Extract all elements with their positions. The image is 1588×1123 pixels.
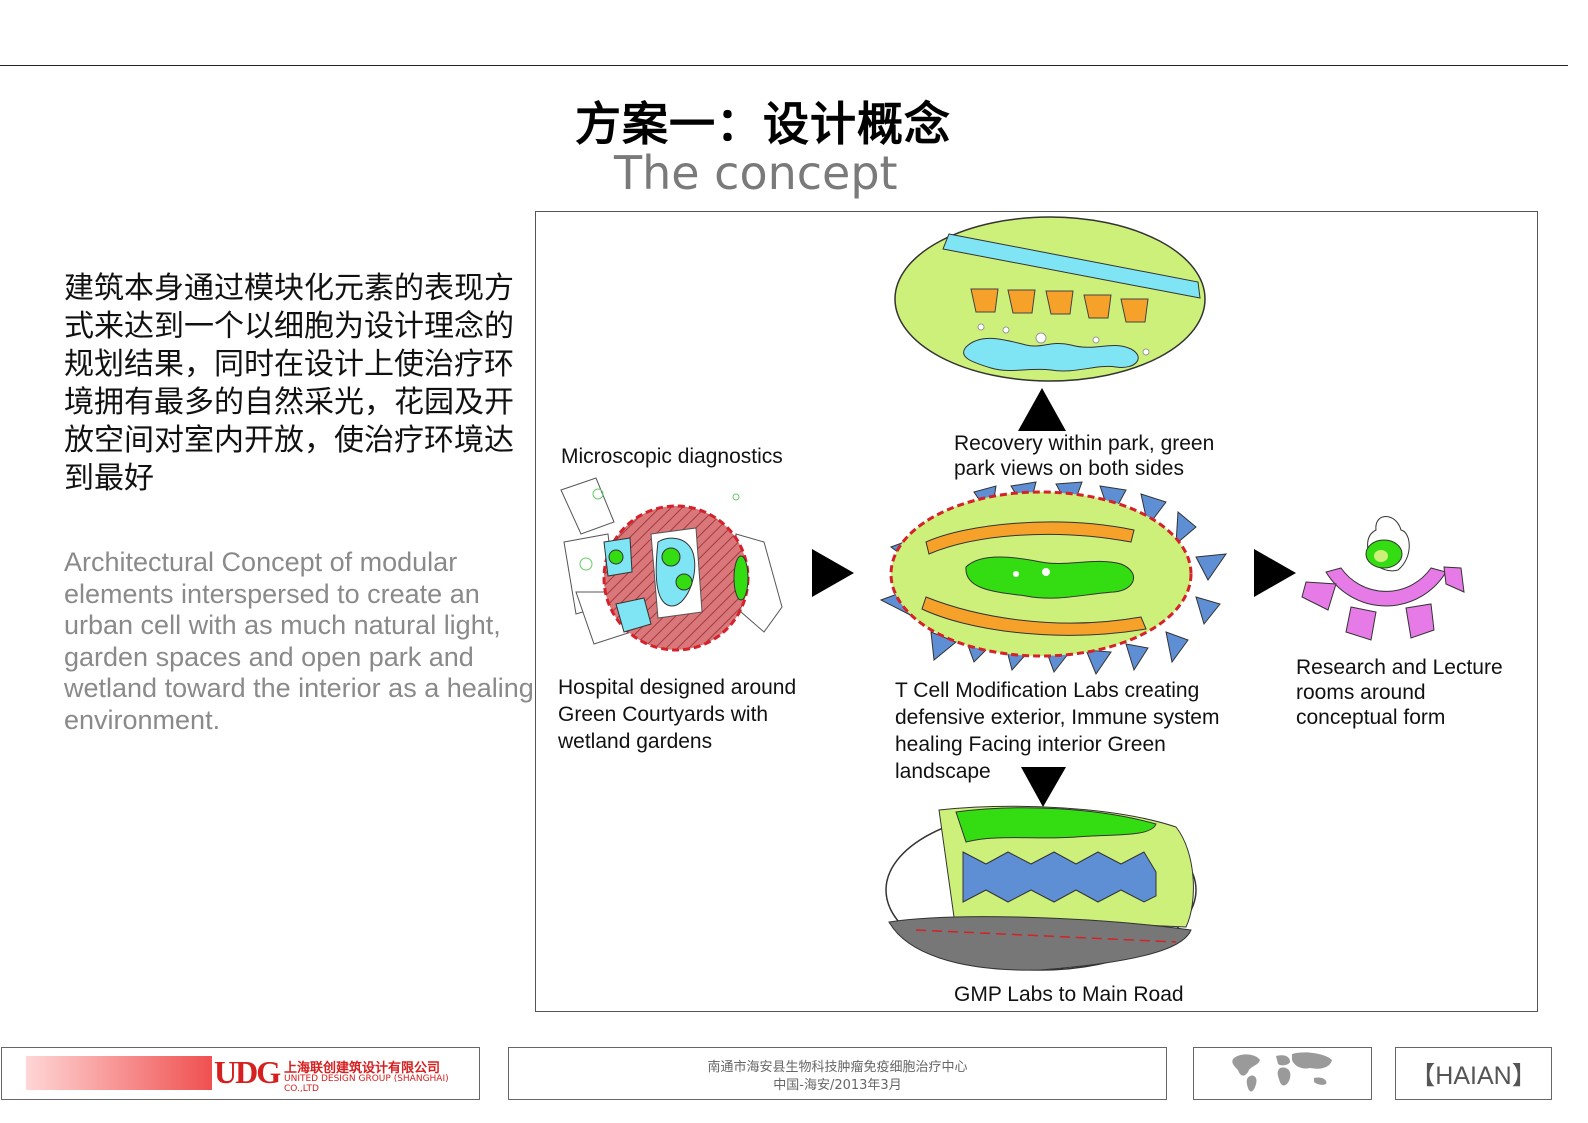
recovery-park-diagram [894,216,1206,382]
footer-company: UDG 上海联创建筑设计有限公司 UNITED DESIGN GROUP (SH… [1,1047,480,1100]
concept-diagram-panel: Microscopic diagnostics Hospital designe… [535,211,1538,1012]
footer-map [1193,1047,1372,1100]
arrow-right-icon-2 [1254,549,1296,597]
arrow-up-icon [1018,388,1066,431]
research-lecture-diagram [1301,516,1465,641]
label-research: Research and Lecture rooms around concep… [1296,656,1503,729]
label-gmp: GMP Labs to Main Road [954,983,1184,1006]
label-tcell: T Cell Modification Labs creating defens… [895,679,1220,783]
description-cn: 建筑本身通过模块化元素的表现方式来达到一个以细胞为设计理念的规划结果，同时在设计… [64,271,514,496]
company-name-cn: 上海联创建筑设计有限公司 [284,1061,441,1076]
t-cell-diagram [879,481,1228,676]
page-title-cn: 方案一：设计概念 [575,97,951,151]
gmp-labs-diagram [885,805,1197,971]
arrow-right-icon [812,549,854,597]
project-name: 南通市海安县生物科技肿瘤免疫细胞治疗中心 [707,1060,968,1075]
page-title-en: The concept [614,146,898,200]
company-name-en: UNITED DESIGN GROUP (SHANGHAI) CO.,LTD [284,1074,449,1094]
footer-gradient-bar [26,1056,212,1090]
label-hospital: Hospital designed around Green Courtyard… [558,676,797,753]
concept-diagram [560,216,1465,971]
label-microscopic: Microscopic diagnostics [561,445,783,468]
location-label: 【HAIAN】 [1410,1062,1537,1090]
description-en: Architectural Concept of modular element… [64,547,534,735]
header-rule [0,65,1568,66]
footer-location: 【HAIAN】 [1395,1047,1552,1100]
world-map-icon [1232,1052,1332,1092]
arrow-down-icon [1021,767,1066,807]
footer-project: 南通市海安县生物科技肿瘤免疫细胞治疗中心 中国-海安/2013年3月 [508,1047,1167,1100]
hospital-courtyard-diagram [560,477,783,652]
project-location-date: 中国-海安/2013年3月 [773,1078,902,1093]
company-logo: UDG [214,1054,281,1090]
label-recovery: Recovery within park, green park views o… [954,432,1215,480]
